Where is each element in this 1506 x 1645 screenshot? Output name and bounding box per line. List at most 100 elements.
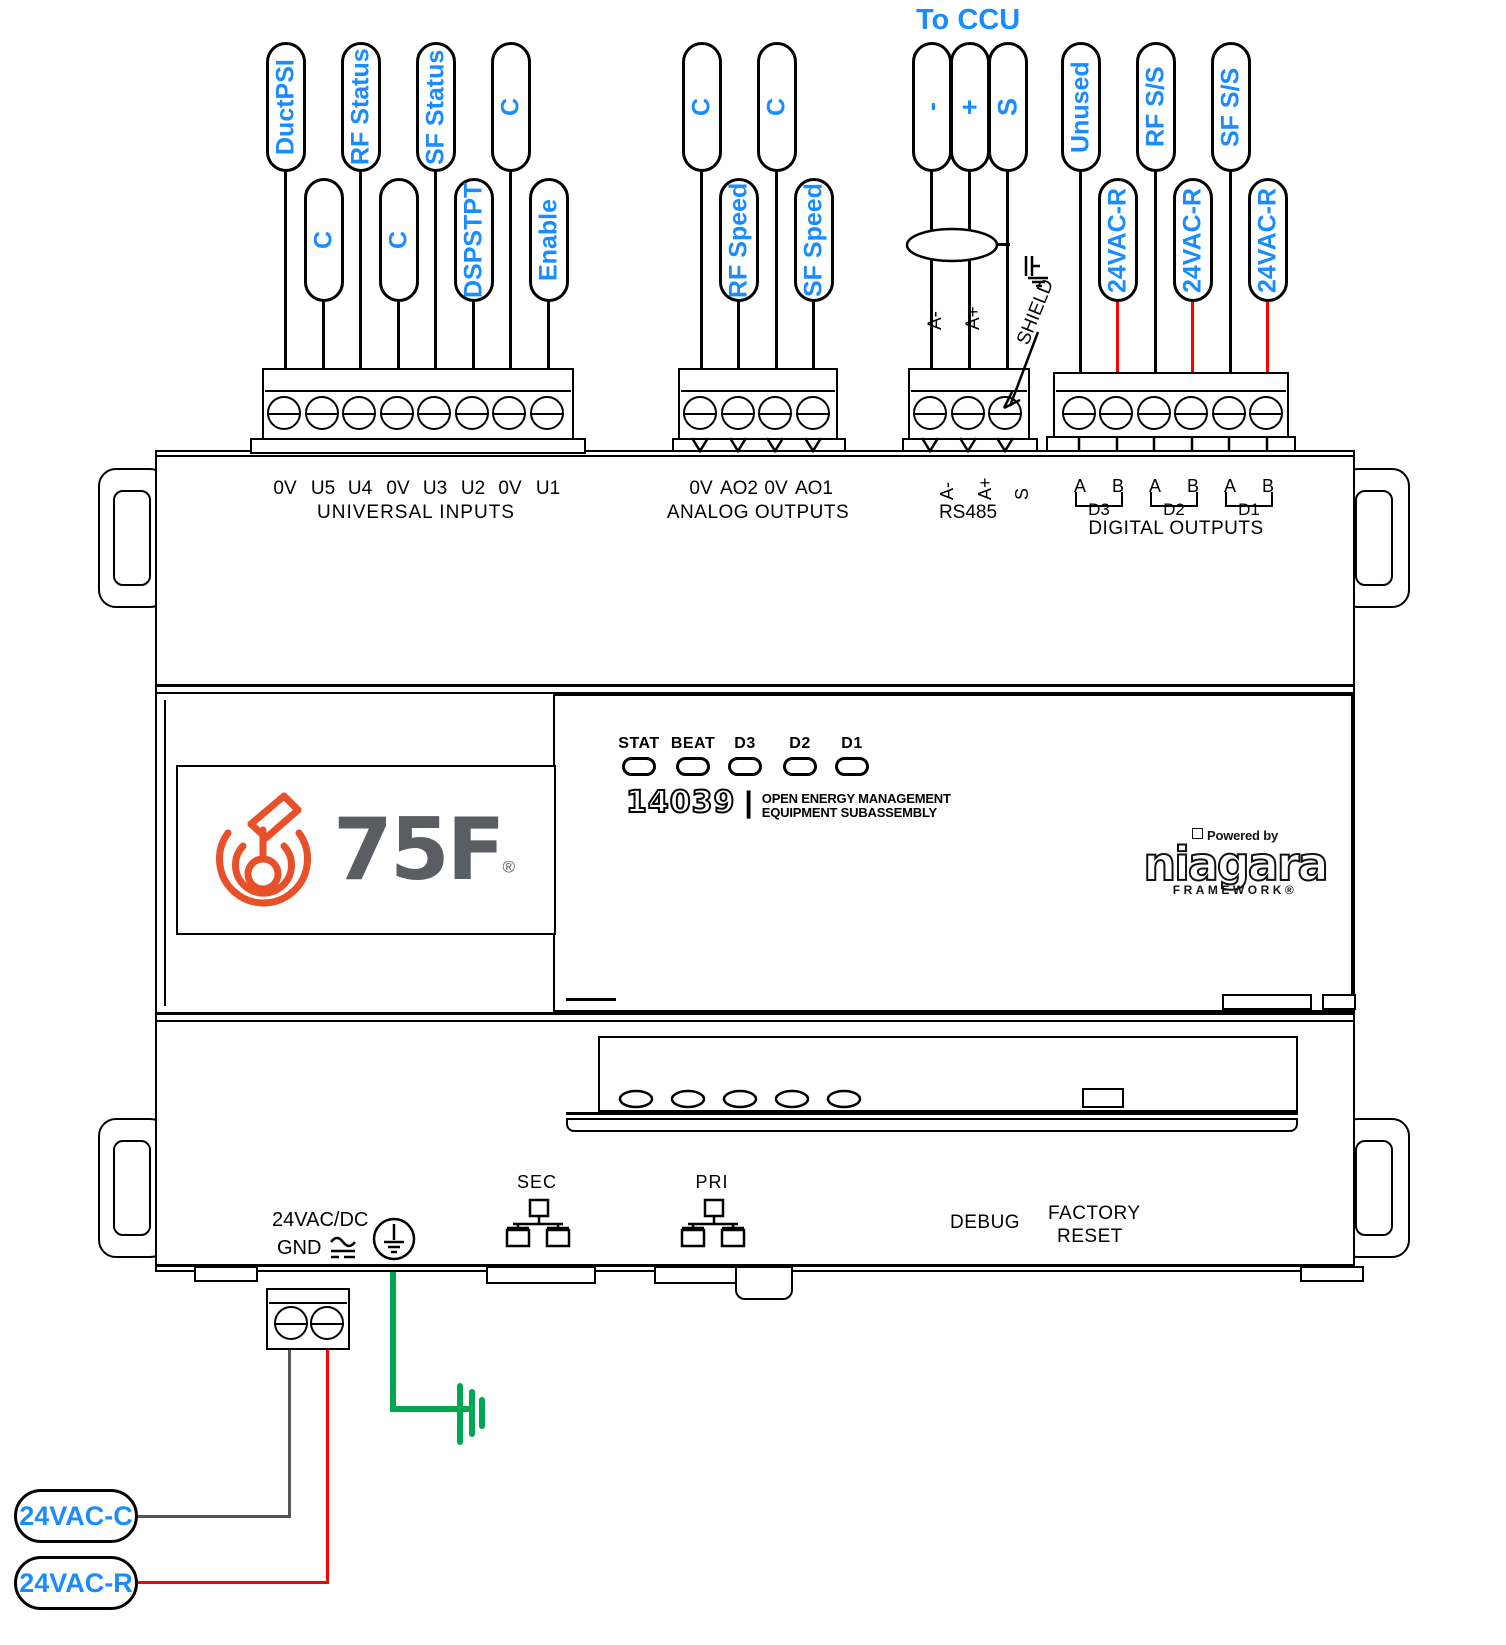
port-label-pri: PRI [695, 1172, 729, 1192]
module-tab-2 [1322, 994, 1356, 1010]
enclosure-divider-lower [157, 1012, 1353, 1015]
module-tab [1222, 994, 1312, 1010]
power-tag-24vac-r: 24VAC-R [14, 1556, 138, 1610]
terminal-label-rs485-2: S [1012, 487, 1032, 500]
section-label-rs485: RS485 [938, 502, 998, 523]
terminal-label-rs485-1: A+ [975, 477, 995, 500]
partner-framework-text: FRAMEWORK® [1172, 882, 1298, 897]
shield-arrow-icon [1000, 330, 1042, 412]
led-label-d3: D3 [734, 735, 756, 752]
group-bracket-d1 [1224, 492, 1274, 514]
wire-do-24vac-r-d1 [1266, 300, 1269, 410]
expansion-slot-panel [598, 1036, 1298, 1112]
universal-inputs-terminal-block [262, 368, 574, 444]
terminal-label-do-5: B [1261, 476, 1275, 496]
wire-ao-1 [700, 170, 703, 410]
model-description-line1: OPEN ENERGY MANAGEMENT [761, 791, 951, 806]
group-label-d2: D2 [1163, 500, 1185, 519]
group-bracket-d3 [1074, 492, 1124, 514]
led-stat [622, 757, 656, 776]
terminal-label-ao-2: 0V [764, 478, 788, 499]
wire-24vac-r-horizontal [136, 1581, 329, 1584]
wire-24vac-r-vertical [326, 1349, 329, 1583]
section-label-digital-outputs: DIGITAL OUTPUTS [1088, 518, 1264, 539]
enclosure-edge-line-1 [157, 455, 1353, 457]
wire-24vac-c-vertical [288, 1349, 291, 1517]
to-ccu-label: To CCU [916, 4, 1021, 36]
base-cutout-right [1300, 1266, 1364, 1282]
enclosure-divider-upper [157, 684, 1353, 687]
base-cutout-left [194, 1266, 258, 1282]
wire-tag-ccu-minus: - [912, 42, 952, 172]
wire-tag-ductpsi: DuctPSI [266, 42, 306, 172]
power-terminal-block [266, 1288, 350, 1350]
power-label-gnd: GND [277, 1237, 322, 1259]
led-d1 [835, 757, 869, 776]
mounting-slot-top-left [113, 490, 151, 586]
rs485-terminal-block [908, 368, 1030, 444]
base-cutout-sec [486, 1266, 596, 1284]
wire-24vac-c-horizontal [136, 1515, 291, 1518]
digital-outputs-terminal-foot [1046, 436, 1296, 452]
wire-tag-c-u1: C [491, 42, 531, 172]
rs485-connector-feet [908, 437, 1030, 455]
wire-tag-sf-ss: SF S/S [1211, 42, 1251, 172]
wire-tag-ccu-s: S [988, 42, 1028, 172]
mounting-slot-bottom-right [1355, 1140, 1393, 1236]
wire-u-7 [509, 170, 512, 410]
section-label-analog-outputs: ANALOG OUTPUTS [666, 502, 850, 523]
analog-outputs-connector-feet [678, 437, 838, 455]
digital-outputs-foot-dividers [1046, 436, 1296, 452]
wire-rs485-shield [1006, 170, 1009, 410]
base-tab [735, 1266, 793, 1300]
flame-droplet-icon [206, 788, 321, 913]
model-description: OPEN ENERGY MANAGEMENT EQUIPMENT SUBASSE… [762, 788, 951, 820]
terminal-label-rs485-0: A- [937, 482, 957, 500]
analog-outputs-terminal-foot [672, 438, 846, 452]
partner-logo: Powered by niagara FRAMEWORK® [1140, 828, 1330, 897]
vent-slots [618, 1086, 878, 1112]
enclosure-edge-line-2 [157, 1264, 1353, 1267]
wire-u-1 [284, 170, 287, 410]
wire-u-6 [472, 300, 475, 410]
factory-reset-label-line2: RESET [1057, 1226, 1123, 1247]
module-edge-detail [566, 998, 616, 1001]
enclosure-divider-lower-2 [157, 1020, 1353, 1022]
partner-square-icon [1192, 828, 1204, 839]
wire-tag-24vac-r-d2: 24VAC-R [1173, 178, 1213, 302]
wire-tag-c-ao2: C [682, 42, 722, 172]
led-label-d2: D2 [789, 735, 811, 752]
led-d3 [728, 757, 762, 776]
wire-tag-c-u2: C [304, 178, 344, 302]
terminal-label-ui-5: U2 [460, 478, 486, 499]
power-tag-24vac-c: 24VAC-C [14, 1489, 138, 1543]
analog-outputs-terminal-block [678, 368, 838, 444]
wire-rs485-minus [930, 170, 933, 410]
wire-earth-ground-vertical [390, 1262, 396, 1412]
led-label-d1: D1 [841, 735, 863, 752]
wire-ao-2 [737, 300, 740, 410]
terminal-label-ui-7: U1 [535, 478, 561, 499]
group-bracket-d2 [1149, 492, 1199, 514]
group-label-d1: D1 [1238, 500, 1260, 519]
section-label-universal-inputs: UNIVERSAL INPUTS [317, 502, 515, 523]
wire-tag-c-ao1: C [757, 42, 797, 172]
brand-wordmark: 75F® [333, 807, 515, 893]
wire-tag-c-u3: C [379, 178, 419, 302]
wire-tag-ccu-plus: + [950, 42, 990, 172]
terminal-label-do-1: B [1111, 476, 1125, 496]
twisted-pair-symbol [900, 222, 1020, 268]
terminal-label-do-2: A [1148, 476, 1162, 496]
wire-do-24vac-r-d2 [1191, 300, 1194, 410]
terminal-label-do-0: A [1073, 476, 1087, 496]
model-number: 14039 [625, 785, 736, 820]
terminal-label-ao-1: AO2 [719, 478, 759, 499]
wire-rs485-plus [968, 170, 971, 410]
terminal-label-ao-0: 0V [689, 478, 713, 499]
processor-module-panel [553, 694, 1353, 1012]
factory-reset-label-line1: FACTORY [1048, 1203, 1141, 1224]
expansion-panel-edge [566, 1112, 1298, 1115]
model-identification: 14039 | OPEN ENERGY MANAGEMENT EQUIPMENT… [625, 785, 951, 820]
panel-edge-left [164, 700, 166, 1006]
brand-registered-mark: ® [502, 857, 515, 877]
